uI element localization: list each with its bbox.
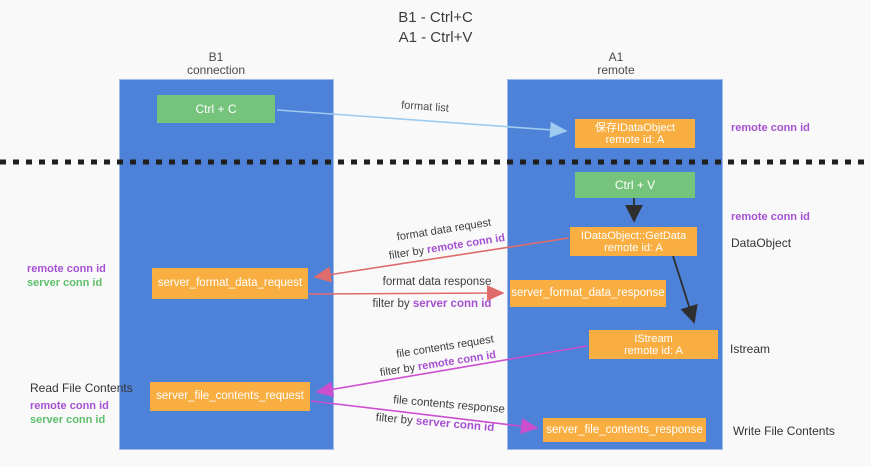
node-server-file-contents-request-label: server_file_contents_request [156,390,304,402]
node-server-file-contents-response-label: server_file_contents_response [546,423,703,436]
node-istream-line1: IStream [634,332,673,345]
diagram-title: B1 - Ctrl+C A1 - Ctrl+V [0,8,871,48]
edge-label-format-list: format list [400,99,450,115]
node-ctrl-v: Ctrl + V [575,172,695,198]
edge-label-file-contents-response: file contents response [392,394,506,416]
annotation-write-file-contents: Write File Contents [733,424,835,438]
annotation-remote-conn-id-top: remote conn id [731,122,810,134]
lane-header-a1: A1 remote [597,51,634,77]
node-server-format-data-response-label: server_format_data_response [511,287,665,299]
annotation-left-remote-conn-id: remote conn id [27,263,106,275]
node-server-file-contents-response: server_file_contents_response [543,418,706,442]
node-server-file-contents-request: server_file_contents_request [150,382,310,411]
annotation-left-remote-conn-id-2: remote conn id [30,400,109,412]
edge-label-file-contents-response-filter: filter by server conn id [375,412,494,434]
lane-b1-title: B1 [208,50,224,64]
node-ctrl-c-label: Ctrl + C [195,101,237,116]
annotation-read-file-contents: Read File Contents [30,381,133,395]
node-server-format-data-response: server_format_data_response [510,280,666,307]
lane-a1-title: A1 [608,50,624,64]
title-line-1: B1 - Ctrl+C [398,9,473,26]
node-istream-line2: remote id: A [624,344,683,357]
node-idataobject-getdata-line1: IDataObject::GetData [580,229,687,242]
lane-header-b1: B1 connection [187,51,245,77]
filter-by-text: filter by [379,361,420,380]
filter-by-text: filter by [388,244,429,263]
annotation-dataobject: DataObject [731,236,792,250]
filter-by-text: filter by [375,411,417,428]
node-istream: IStream remote id: A [589,330,718,359]
node-ctrl-c: Ctrl + C [157,95,275,123]
arrow-format-data-response [308,285,505,302]
annotation-read-file-contents-group: Read File Contents remote conn id server… [30,381,133,427]
annotation-left-server-conn-id-2: server conn id [30,414,106,426]
server-conn-id-keyword: server conn id [412,298,492,310]
edge-label-format-data-response: format data response [382,276,492,288]
node-idataobject-getdata: IDataObject::GetData remote id: A [570,227,697,256]
node-server-format-data-request-label: server_format_data_request [157,277,303,289]
lane-a1-subtitle: remote [597,63,635,77]
annotation-left-conn-ids: remote conn id server conn id [27,262,106,290]
annotation-remote-conn-id-mid: remote conn id [731,211,810,223]
server-conn-id-keyword: server conn id [415,415,495,435]
title-line-2: A1 - Ctrl+V [398,29,473,46]
node-save-idataobject-line1: 保存IDataObject [594,121,676,134]
annotation-left-server-conn-id: server conn id [27,277,103,289]
lane-b1-subtitle: connection [186,63,246,77]
filter-by-text: filter by [372,298,413,310]
node-server-format-data-request: server_format_data_request [152,268,308,299]
node-save-idataobject: 保存IDataObject remote id: A [575,119,695,148]
edge-label-format-data-response-filter: filter by server conn id [373,298,492,310]
annotation-istream: Istream [730,342,771,356]
node-save-idataobject-line2: remote id: A [605,133,665,146]
node-idataobject-getdata-line2: remote id: A [604,241,663,254]
node-ctrl-v-label: Ctrl + V [614,177,656,192]
